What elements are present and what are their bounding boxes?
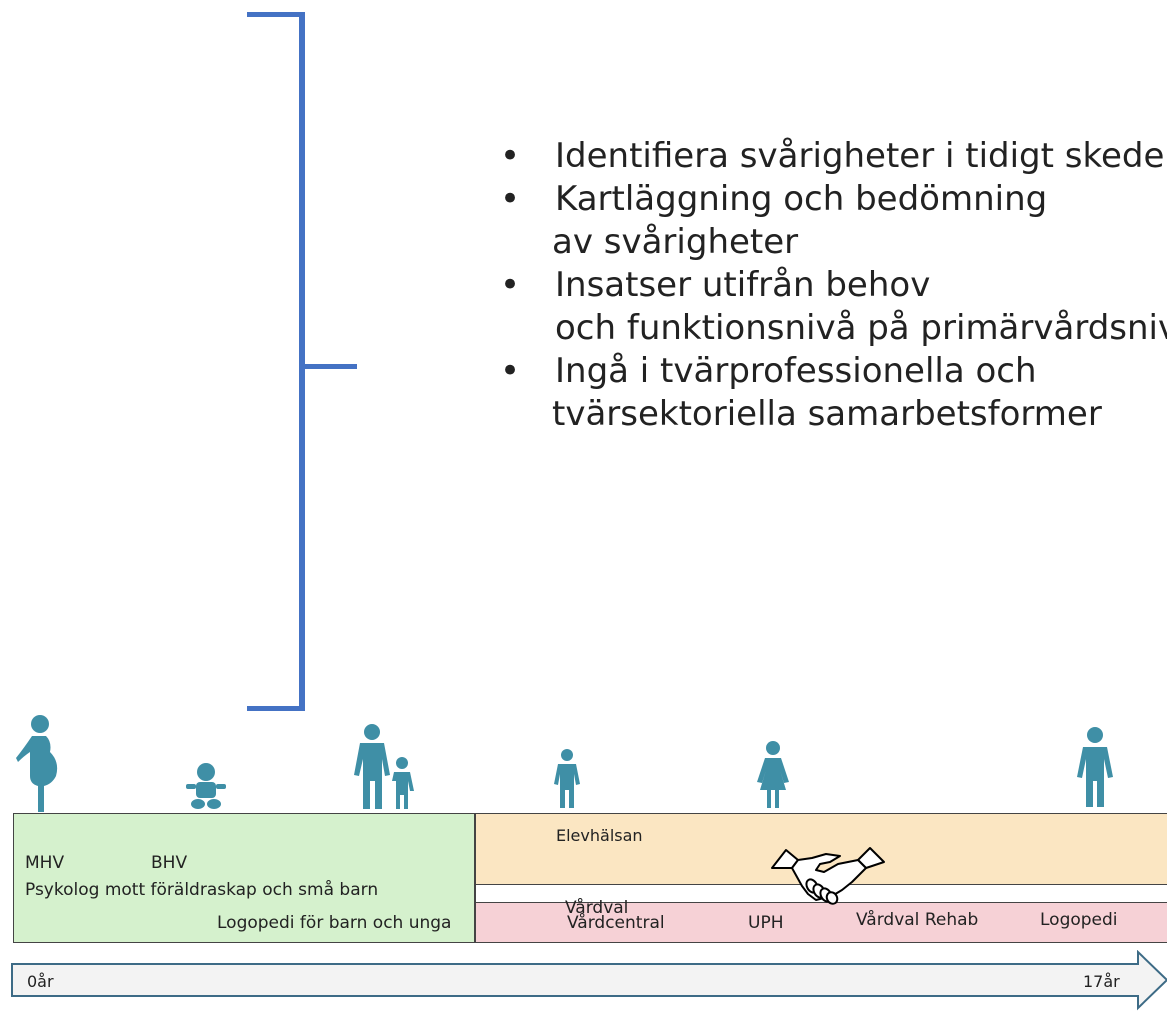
bracket-vertical bbox=[299, 12, 305, 711]
logopedi-label: Logopedi bbox=[1040, 910, 1118, 930]
vardcentral-label: Vårdcentral bbox=[567, 913, 665, 933]
bullet-continuation: tvärsektoriella samarbetsformer bbox=[552, 394, 1102, 434]
bracket-bottom bbox=[247, 706, 305, 711]
parent-child-icon bbox=[354, 724, 414, 809]
vardval-label: Vårdval bbox=[565, 898, 629, 918]
psykolog-label: Psykolog mott föräldraskap och små barn bbox=[25, 880, 379, 900]
pregnant-woman-icon bbox=[16, 715, 58, 812]
uph-label: UPH bbox=[748, 913, 784, 933]
mhv-label: MHV bbox=[25, 853, 65, 873]
green-box bbox=[13, 813, 475, 943]
bracket-top bbox=[247, 12, 305, 17]
bracket-middle bbox=[299, 364, 357, 369]
elevhalsan-label: Elevhälsan bbox=[556, 826, 643, 845]
bullet-continuation: och funktionsnivå på primärvårdsnivå bbox=[555, 308, 1167, 348]
timeline-start-label: 0år bbox=[27, 972, 54, 991]
bullet-item: •Kartläggning och bedömning bbox=[500, 179, 1048, 219]
bullet-continuation: av svårigheter bbox=[552, 222, 799, 262]
child-icon bbox=[554, 749, 580, 808]
handshake-icon bbox=[771, 847, 885, 905]
timeline-arrow-shape bbox=[11, 950, 1167, 1011]
bullet-item: •Identifiera svårigheter i tidigt skede bbox=[500, 136, 1165, 176]
timeline-end-label: 17år bbox=[1083, 972, 1120, 991]
bullet-item: •Insatser utifrån behov bbox=[500, 265, 931, 305]
girl-icon bbox=[757, 741, 789, 808]
logopedi-barn-label: Logopedi för barn och unga bbox=[217, 913, 452, 933]
teen-icon bbox=[1077, 727, 1113, 807]
vardval-rehab-label: Vårdval Rehab bbox=[856, 910, 979, 930]
baby-icon bbox=[186, 763, 226, 809]
bhv-label: BHV bbox=[151, 853, 188, 873]
pink-box bbox=[475, 902, 1167, 943]
bullet-list: •Identifiera svårigheter i tidigt skede … bbox=[500, 135, 1167, 436]
bullet-item: •Ingå i tvärprofessionella och bbox=[500, 351, 1037, 391]
